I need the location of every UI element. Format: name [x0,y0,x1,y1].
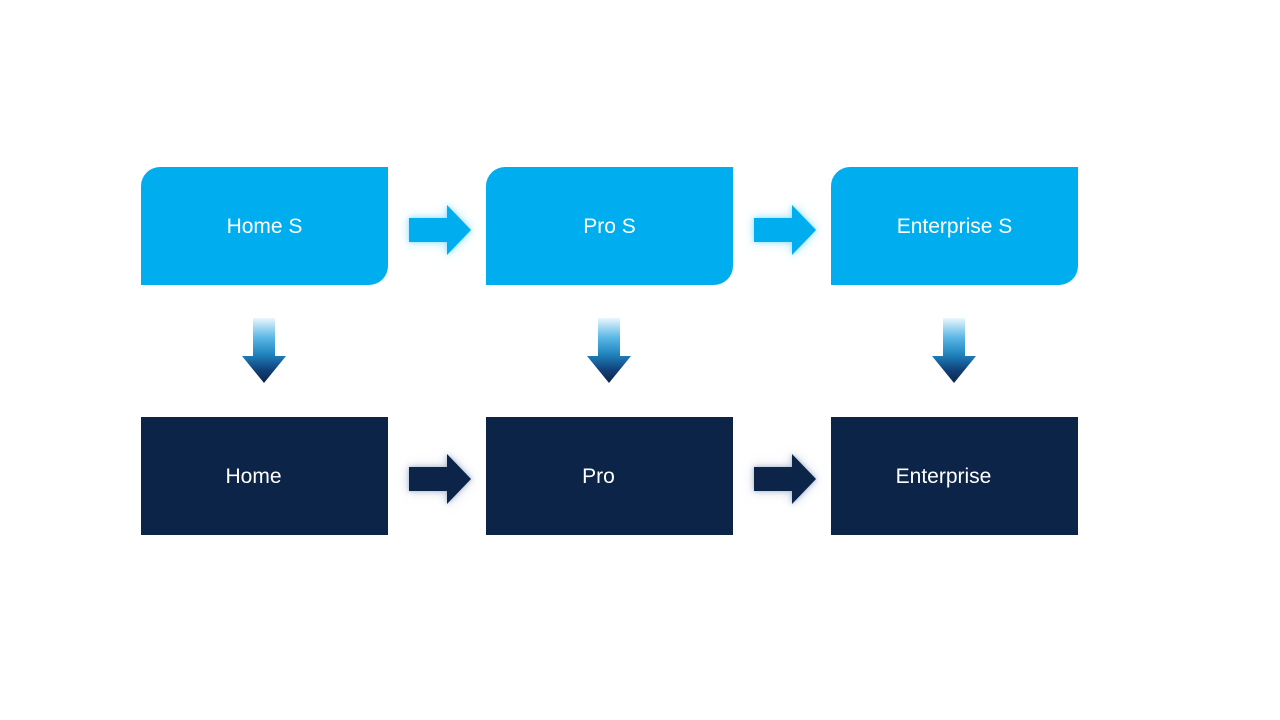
node-pro-label: Pro [582,464,615,488]
node-pro-s-label: Pro S [583,214,636,238]
right-arrow-shape [754,205,816,255]
down-arrow-shape [242,318,286,383]
node-home-label: Home [225,464,282,488]
right-arrow-icon [409,205,471,255]
node-enterprise: Enterprise [831,417,1078,535]
node-enterprise-s: Enterprise S [831,167,1078,285]
node-home-s-label: Home S [226,214,303,238]
down-arrow-shape [932,318,976,383]
down-arrow-icon [242,318,286,383]
right-arrow-icon [754,205,816,255]
right-arrow-icon [409,454,471,504]
node-enterprise-s-label: Enterprise S [896,214,1013,238]
node-pro-s: Pro S [486,167,733,285]
right-arrow-shape [409,454,471,504]
right-arrow-shape [409,205,471,255]
node-home-s: Home S [141,167,388,285]
node-pro: Pro [486,417,733,535]
down-arrow-icon [587,318,631,383]
right-arrow-shape [754,454,816,504]
down-arrow-icon [932,318,976,383]
down-arrow-shape [587,318,631,383]
right-arrow-icon [754,454,816,504]
node-enterprise-label: Enterprise [895,464,992,488]
node-home: Home [141,417,388,535]
